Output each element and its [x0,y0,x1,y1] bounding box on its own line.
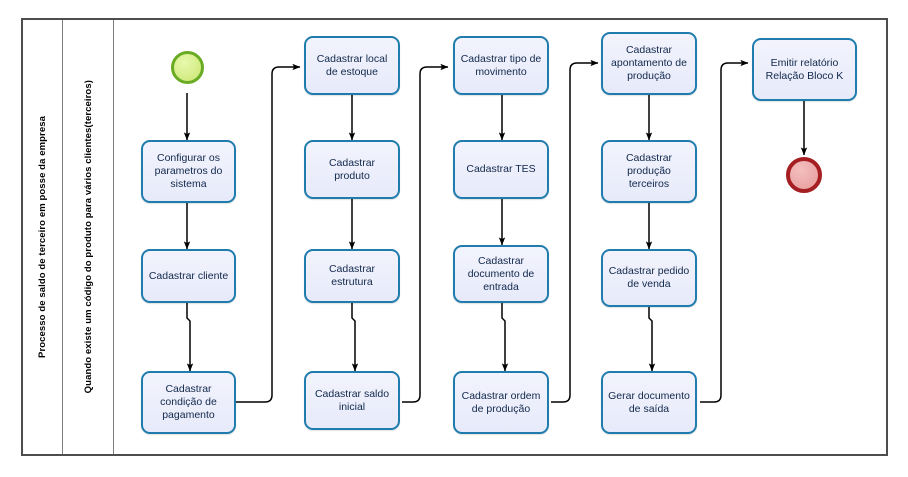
end-event[interactable] [786,157,822,193]
task-cadastrar-produto[interactable]: Cadastrar produto [304,140,400,199]
task-cadastrar-tipo-movimento[interactable]: Cadastrar tipo de movimento [453,36,549,95]
task-cadastrar-tes[interactable]: Cadastrar TES [453,140,549,199]
task-cadastrar-estrutura[interactable]: Cadastrar estrutura [304,249,400,303]
start-event[interactable] [171,51,204,84]
task-configurar-parametros[interactable]: Configurar os parametros do sistema [141,140,236,203]
task-emitir-relatorio-bloco-k[interactable]: Emitir relatório Relação Bloco K [752,38,857,101]
task-cadastrar-cliente[interactable]: Cadastrar cliente [141,249,236,303]
task-cadastrar-producao-terceiros[interactable]: Cadastrar produção terceiros [601,140,697,203]
task-cadastrar-apontamento-producao[interactable]: Cadastrar apontamento de produção [601,32,697,95]
lane-label-condition: Quando existe um código do produto para … [82,80,94,394]
task-cadastrar-documento-entrada[interactable]: Cadastrar documento de entrada [453,245,549,303]
lane-header-process: Processo de saldo de terceiro em posse d… [23,20,63,454]
lane-label-process: Processo de saldo de terceiro em posse d… [37,116,48,358]
task-cadastrar-condicao-pagamento[interactable]: Cadastrar condição de pagamento [141,371,236,434]
lane-header-condition: Quando existe um código do produto para … [63,20,114,454]
task-cadastrar-ordem-producao[interactable]: Cadastrar ordem de produção [453,371,549,434]
task-cadastrar-local-estoque[interactable]: Cadastrar local de estoque [304,36,400,95]
task-cadastrar-saldo-inicial[interactable]: Cadastrar saldo inicial [304,371,400,430]
task-gerar-documento-saida[interactable]: Gerar documento de saída [601,371,697,434]
task-cadastrar-pedido-venda[interactable]: Cadastrar pedido de venda [601,249,697,307]
